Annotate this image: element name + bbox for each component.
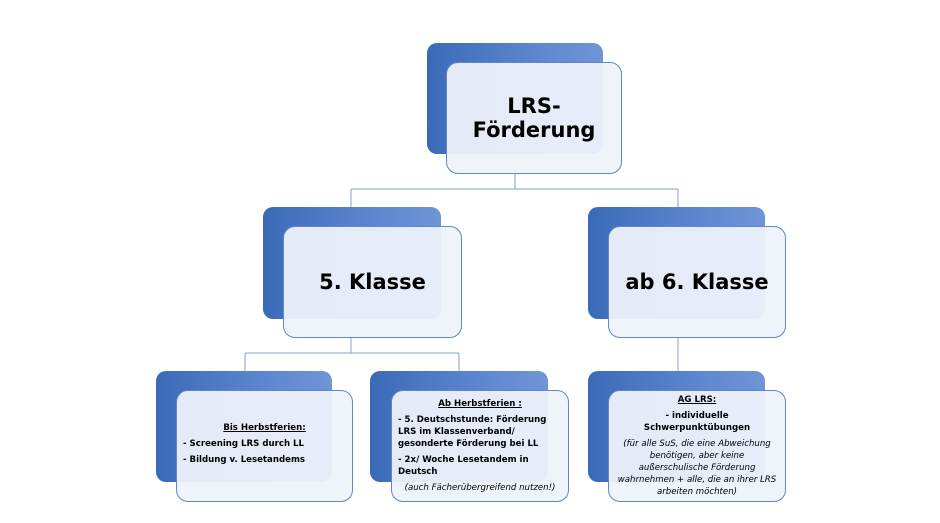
node-5-klasse: 5. Klasse — [263, 207, 462, 338]
ab-herbstferien-item: - 2x/ Woche Lesetandem in Deutsch — [398, 455, 529, 477]
node-ag-lrs-box: AG LRS: - individuelle Schwerpunktübunge… — [608, 390, 786, 502]
node-bis-herbstferien: Bis Herbstferien: - Screening LRS durch … — [156, 371, 353, 502]
ag-lrs-note: (für alle SuS, die eine Abweichung benöt… — [617, 439, 777, 497]
node-ab-6-klasse-title: ab 6. Klasse — [625, 270, 769, 294]
node-bis-herbstferien-box: Bis Herbstferien: - Screening LRS durch … — [176, 390, 353, 502]
node-5-klasse-box: 5. Klasse — [283, 226, 462, 338]
bis-herbstferien-item: - Screening LRS durch LL — [183, 439, 305, 449]
node-ab-6-klasse: ab 6. Klasse — [588, 207, 786, 338]
node-root-title: LRS-Förderung — [472, 94, 596, 142]
node-ab-herbstferien-box: Ab Herbstferien : - 5. Deutschstunde: Fö… — [391, 390, 569, 502]
node-ab-6-klasse-box: ab 6. Klasse — [608, 226, 786, 338]
node-5-klasse-title: 5. Klasse — [319, 270, 426, 294]
node-ag-lrs: AG LRS: - individuelle Schwerpunktübunge… — [588, 371, 786, 502]
bis-herbstferien-heading: Bis Herbstferien: — [223, 423, 306, 433]
node-root: LRS-Förderung — [427, 43, 623, 174]
node-root-box: LRS-Förderung — [446, 62, 622, 174]
node-ab-herbstferien: Ab Herbstferien : - 5. Deutschstunde: Fö… — [370, 371, 569, 502]
bis-herbstferien-item: - Bildung v. Lesetandems — [183, 455, 306, 465]
ag-lrs-item: - individuelle Schwerpunktübungen — [643, 411, 751, 433]
ag-lrs-heading: AG LRS: — [677, 395, 717, 405]
ab-herbstferien-item: - 5. Deutschstunde: Förderung LRS im Kla… — [398, 415, 547, 449]
ab-herbstferien-heading: Ab Herbstferien : — [438, 399, 522, 409]
ab-herbstferien-note: (auch Fächerübergreifend nutzen!) — [404, 483, 556, 493]
